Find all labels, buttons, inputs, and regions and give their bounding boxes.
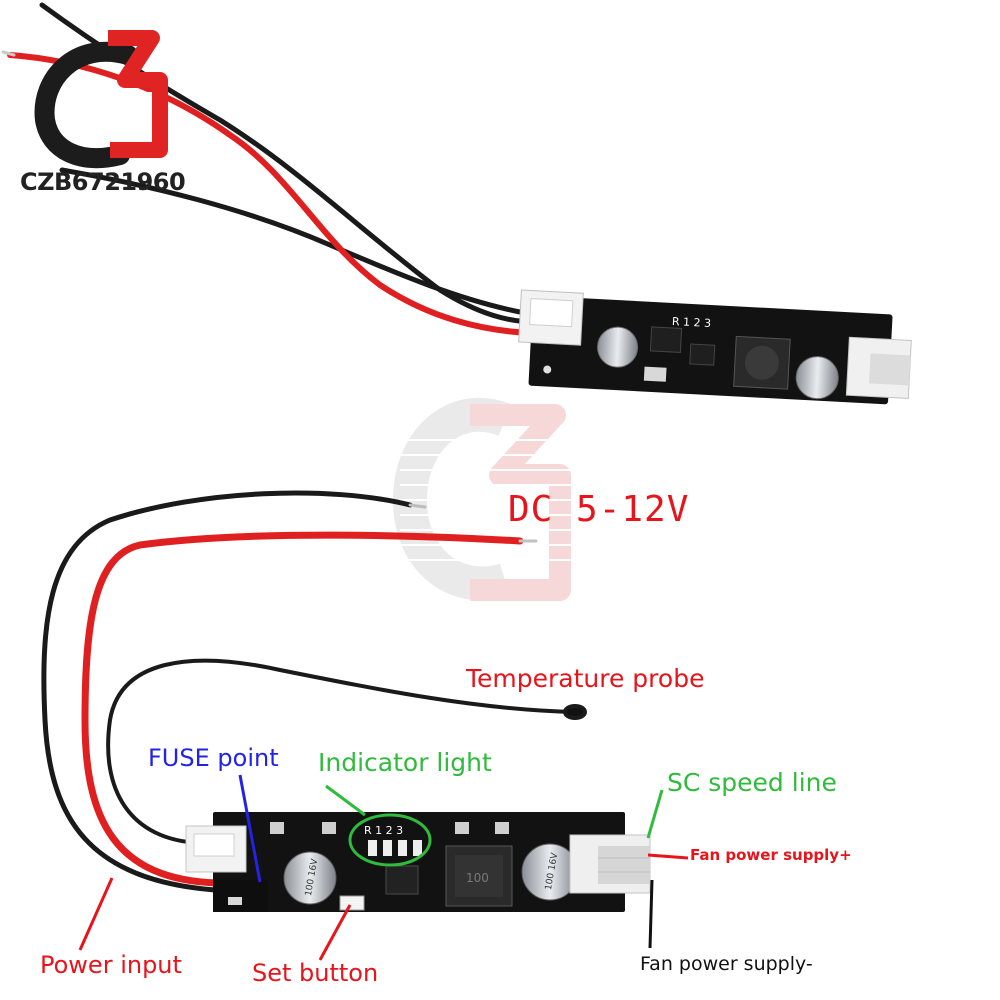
center-watermark-logo bbox=[392, 397, 600, 601]
top-pcb-board bbox=[518, 289, 912, 405]
fuse-pointer bbox=[238, 774, 262, 883]
power-input-label: Power input bbox=[40, 951, 182, 979]
inductor-marking: 100 bbox=[466, 871, 489, 885]
fan-power-minus-label: Fan power supply- bbox=[640, 953, 813, 975]
led-header-marking: R 1 2 3 bbox=[364, 824, 403, 837]
fan-power-plus-label: Fan power supply+ bbox=[690, 846, 852, 864]
indicator-light-circle bbox=[348, 813, 432, 867]
watermark-text: CZB6721960 bbox=[20, 168, 186, 196]
sc-speed-line-label: SC speed line bbox=[667, 768, 837, 797]
annotation-lines bbox=[78, 774, 689, 961]
power-input-pointer bbox=[78, 877, 114, 951]
temperature-probe-label: Temperature probe bbox=[466, 664, 705, 693]
set-button-label: Set button bbox=[252, 959, 379, 987]
fuse-point-label: FUSE point bbox=[148, 744, 279, 772]
sc-speed-pointer bbox=[646, 789, 664, 839]
top-led-header-marking: R 1 2 3 bbox=[672, 315, 712, 330]
voltage-label: DC 5-12V bbox=[508, 489, 690, 530]
set-button-pointer bbox=[318, 904, 352, 961]
fan-minus-pointer bbox=[648, 879, 654, 949]
bottom-black-wire bbox=[41, 490, 427, 893]
bottom-pcb-board bbox=[185, 812, 651, 912]
bottom-red-wire bbox=[81, 531, 538, 887]
top-red-wire bbox=[1, 50, 531, 336]
fan-plus-pointer bbox=[647, 853, 689, 860]
indicator-pointer bbox=[325, 784, 366, 817]
indicator-light-label: Indicator light bbox=[318, 748, 492, 777]
brand-logo bbox=[34, 30, 168, 169]
temperature-probe-wire bbox=[106, 658, 587, 845]
